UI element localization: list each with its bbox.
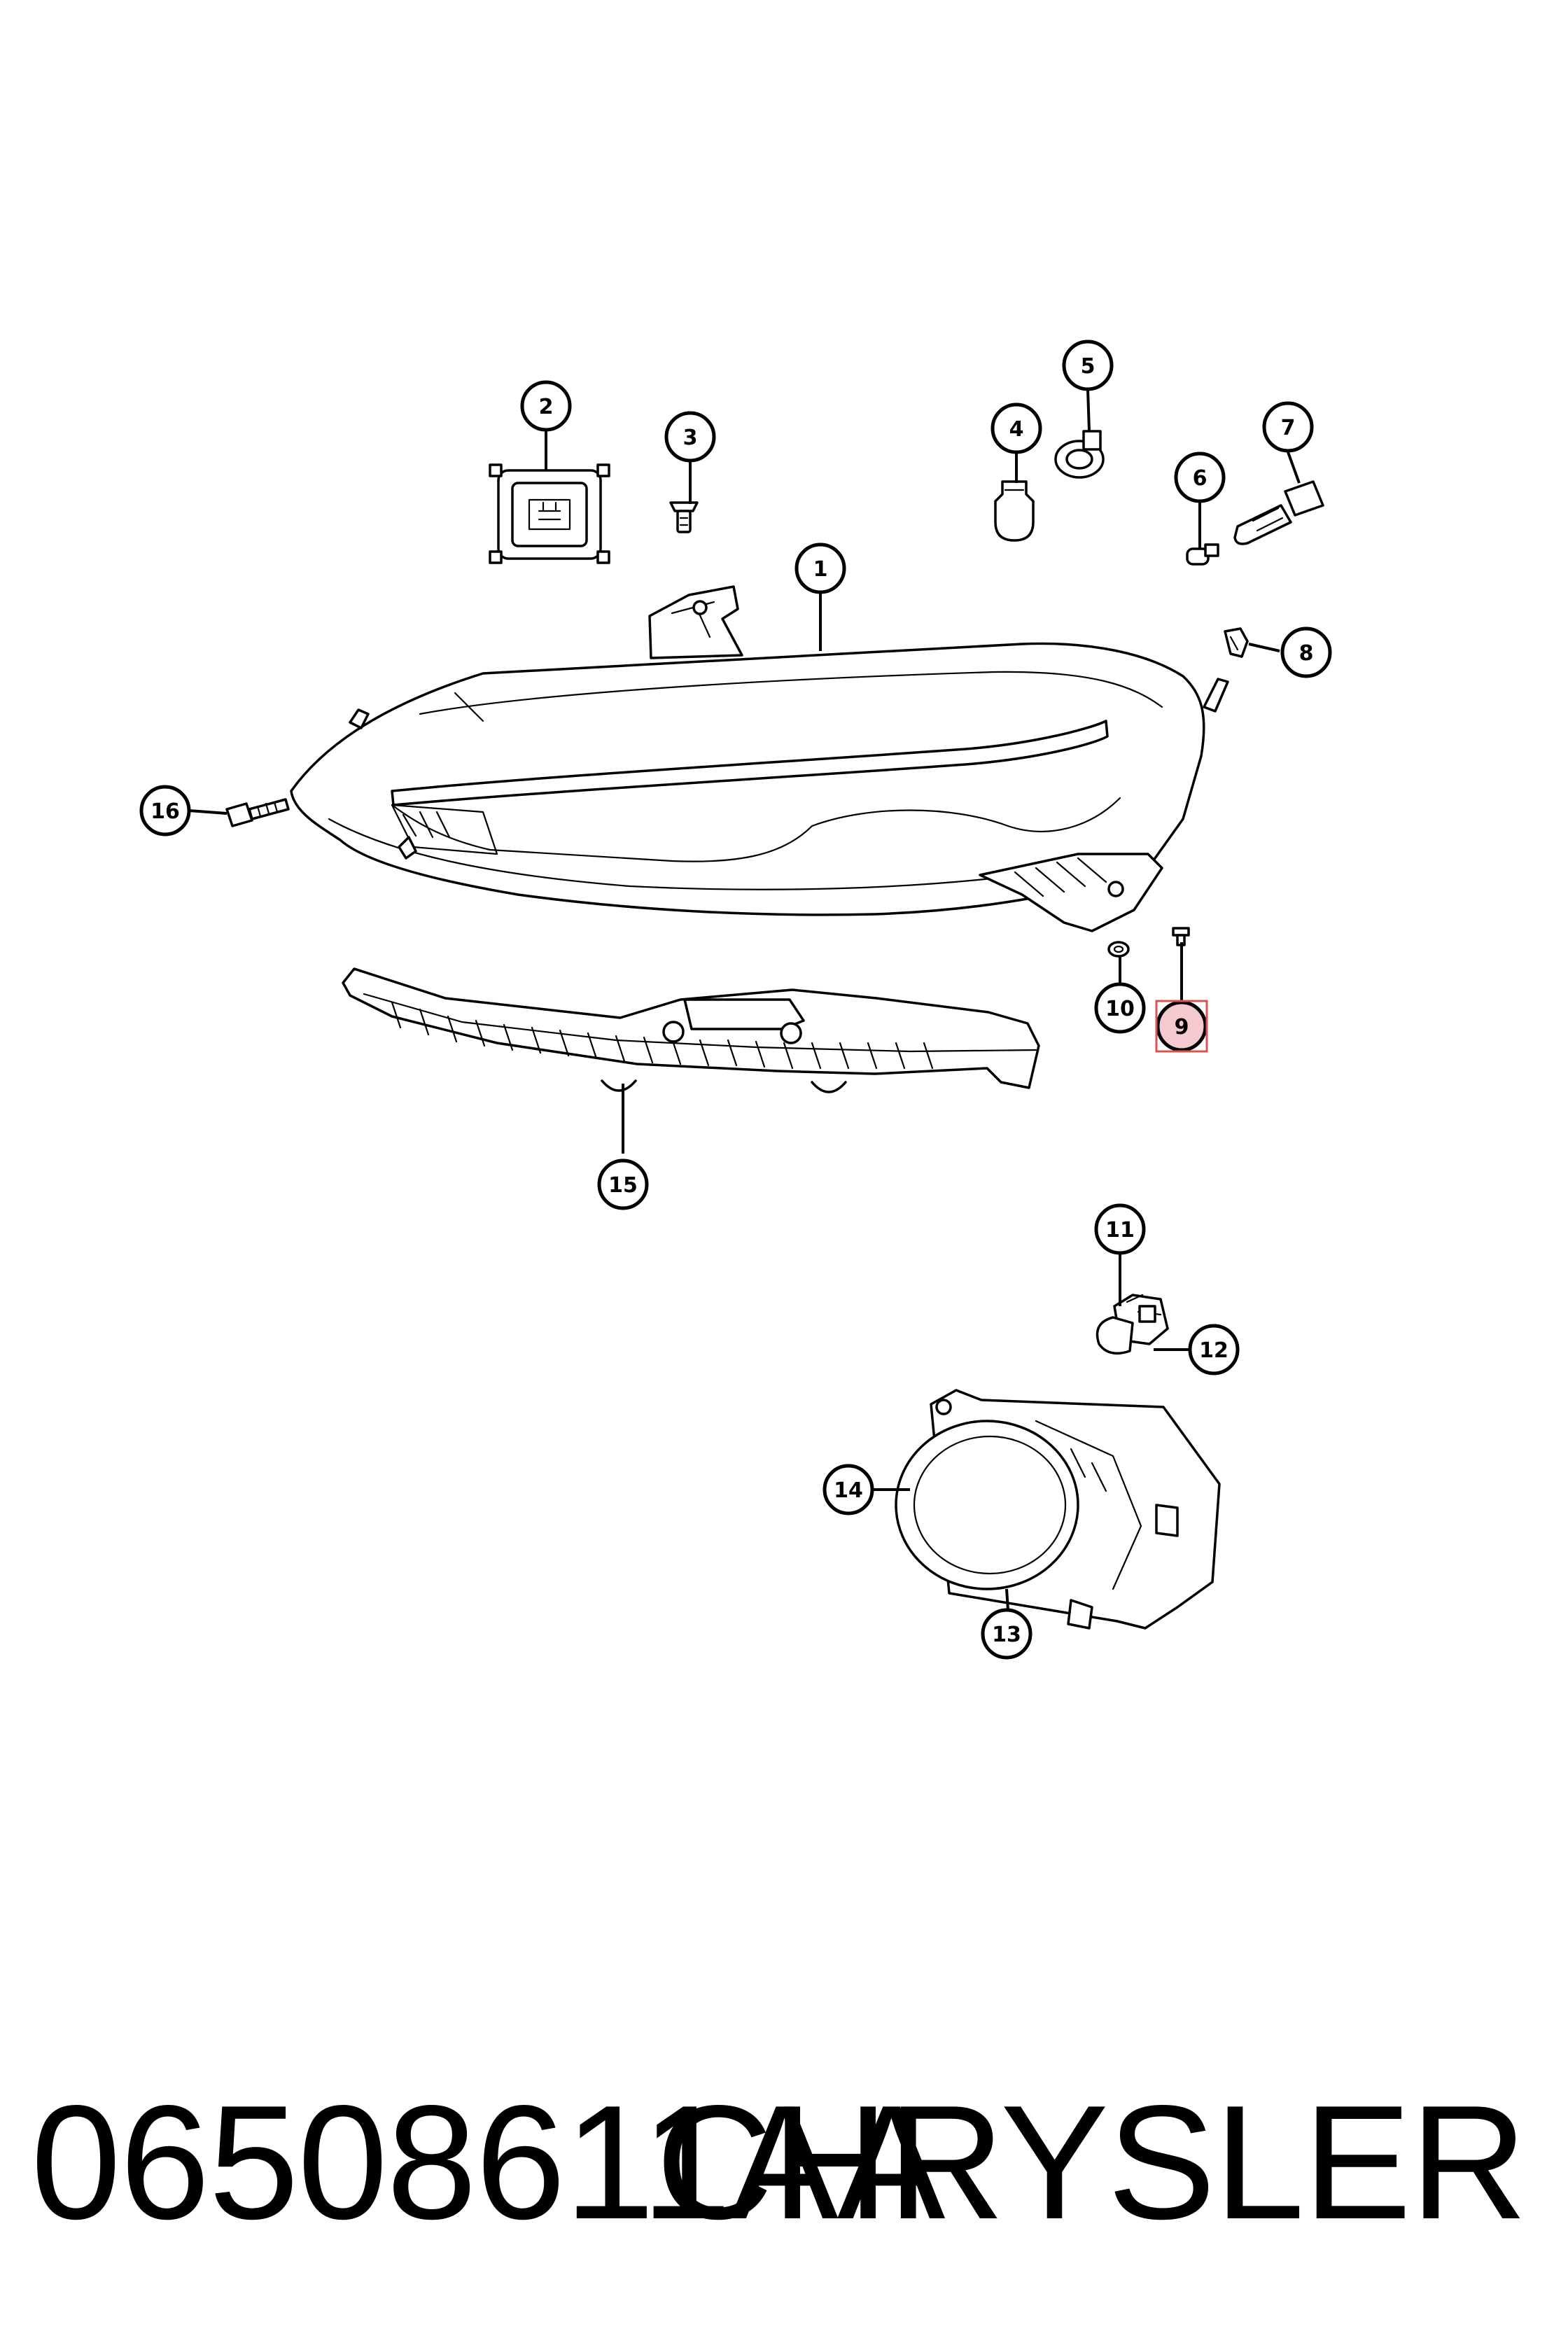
svg-text:2: 2 (539, 395, 554, 419)
callout-5[interactable]: 5 (1062, 340, 1114, 391)
svg-text:9: 9 (1175, 1015, 1189, 1040)
part-15-lower-bracket (342, 967, 1040, 1093)
part-11-12-fog-bulb-socket (1096, 1294, 1169, 1355)
leader-lines (188, 388, 1301, 1611)
part-9-screw (1172, 927, 1190, 946)
callout-6[interactable]: 6 (1174, 451, 1226, 503)
part-14-13-fog-lamp (895, 1389, 1221, 1630)
svg-text:14: 14 (834, 1478, 863, 1503)
part-8-clip (1224, 627, 1249, 658)
svg-text:11: 11 (1105, 1218, 1135, 1242)
svg-text:7: 7 (1281, 416, 1296, 440)
svg-text:8: 8 (1299, 641, 1314, 666)
callout-7[interactable]: 7 (1262, 401, 1314, 453)
part-7-bulb-socket (1233, 480, 1324, 545)
callout-4[interactable]: 4 (990, 402, 1042, 454)
part-5-socket-ring (1054, 430, 1105, 479)
svg-text:15: 15 (608, 1173, 638, 1198)
callout-3[interactable]: 3 (664, 411, 716, 463)
highlight-box (1155, 1000, 1208, 1053)
part-1-headlamp-assembly (290, 585, 1229, 932)
part-2-control-module (489, 463, 610, 564)
callout-8[interactable]: 8 (1280, 626, 1332, 678)
part-16-bolt (225, 798, 290, 827)
callout-2[interactable]: 2 (520, 380, 572, 432)
svg-text:1: 1 (813, 557, 828, 582)
part-6-small-bulb (1186, 543, 1219, 566)
part-4-bulb (994, 480, 1035, 542)
callout-11[interactable]: 11 (1094, 1203, 1146, 1255)
callout-14[interactable]: 14 (822, 1464, 874, 1516)
part-3-push-pin (669, 501, 699, 533)
svg-text:5: 5 (1081, 354, 1096, 379)
svg-text:13: 13 (992, 1623, 1021, 1647)
callout-16[interactable]: 16 (139, 785, 191, 836)
callout-15[interactable]: 15 (597, 1158, 649, 1210)
callout-1[interactable]: 1 (794, 542, 846, 594)
svg-text:3: 3 (683, 426, 698, 450)
svg-text:12: 12 (1199, 1338, 1228, 1363)
callout-9[interactable]: 9 (1155, 1000, 1208, 1053)
svg-text:6: 6 (1193, 466, 1208, 491)
svg-text:16: 16 (150, 799, 180, 824)
callout-12[interactable]: 12 (1188, 1324, 1240, 1376)
part-number: 06508611AA (31, 2072, 945, 2253)
callout-13[interactable]: 13 (981, 1608, 1032, 1660)
svg-text:10: 10 (1105, 997, 1135, 1021)
svg-text:4: 4 (1009, 417, 1024, 442)
brand-name: CHRYSLER (655, 2072, 1527, 2253)
callout-10[interactable]: 10 (1094, 982, 1146, 1034)
part-10-nut (1107, 941, 1130, 958)
